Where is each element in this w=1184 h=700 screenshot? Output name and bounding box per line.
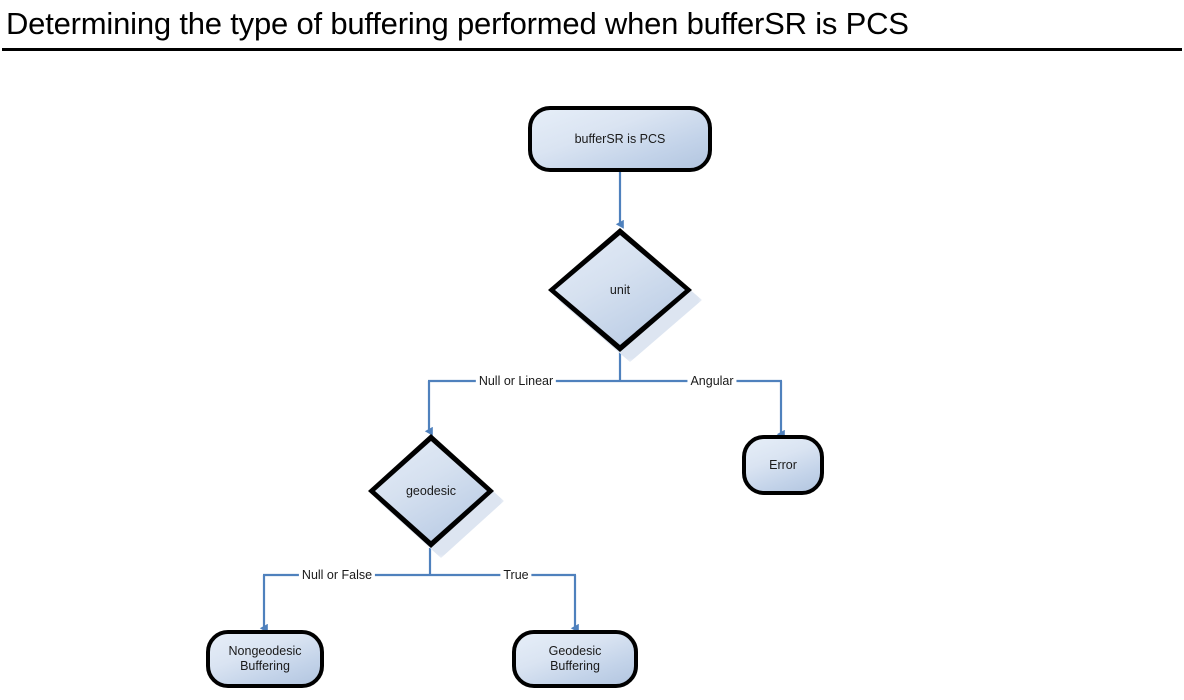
node-error-label: Error	[769, 457, 797, 472]
node-geodesic[interactable]: geodesic	[368, 434, 504, 558]
node-start[interactable]: bufferSR is PCS	[528, 106, 717, 177]
edge-label-null-or-linear: Null or Linear	[475, 374, 557, 388]
node-start-label: bufferSR is PCS	[574, 131, 666, 146]
title-bar: Determining the type of buffering perfor…	[0, 4, 1184, 52]
node-nongeodesic-buffering-label-line1: Nongeodesic	[228, 644, 302, 658]
node-unit[interactable]: unit	[548, 228, 702, 362]
node-geodesic-buffering[interactable]: Geodesic Buffering	[512, 630, 643, 693]
node-nongeodesic-buffering-label-line2: Buffering	[240, 659, 290, 673]
title-underline	[2, 48, 1182, 51]
edge-label-null-or-false: Null or False	[298, 568, 376, 582]
edge-label-angular: Angular	[687, 374, 737, 388]
node-nongeodesic-buffering-label: Nongeodesic Buffering	[223, 644, 308, 674]
node-geodesic-buffering-label: Geodesic Buffering	[548, 644, 602, 673]
node-start-shadow	[541, 119, 717, 177]
node-error[interactable]: Error	[742, 435, 829, 500]
page-title: Determining the type of buffering perfor…	[6, 6, 909, 41]
node-unit-label: unit	[609, 283, 631, 297]
node-nongeodesic-buffering[interactable]: Nongeodesic Buffering	[206, 630, 329, 693]
edge-label-true: True	[500, 568, 532, 582]
node-geodesic-label: geodesic	[405, 484, 457, 498]
